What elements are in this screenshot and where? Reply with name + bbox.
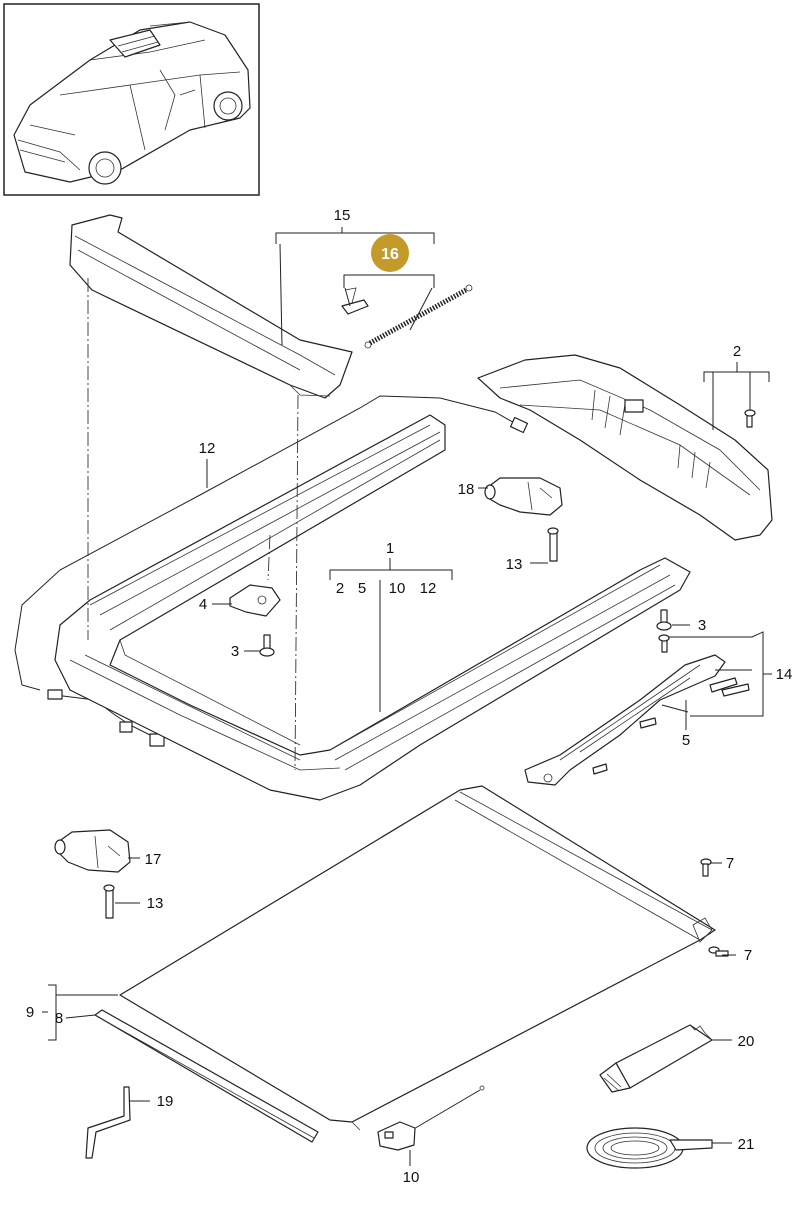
callout-3-left[interactable]: 3 — [231, 643, 239, 660]
callout-1-sub-12[interactable]: 12 — [420, 580, 437, 597]
part-17-motor — [54, 829, 131, 919]
callout-16[interactable]: 16 — [381, 246, 399, 263]
screw-7-bottom — [708, 946, 729, 957]
part-10-cable-bracket — [377, 1085, 485, 1151]
callout-12[interactable]: 12 — [199, 440, 216, 457]
screw-3-right — [656, 609, 672, 631]
callout-7-bottom[interactable]: 7 — [744, 947, 752, 964]
part-8-seal-strip — [94, 1009, 319, 1143]
callout-20[interactable]: 20 — [738, 1033, 755, 1050]
callout-8[interactable]: 8 — [55, 1010, 63, 1027]
part-14-guide-mechanism — [524, 654, 750, 786]
assembly-line-right — [294, 394, 299, 771]
callout-19[interactable]: 19 — [157, 1093, 174, 1110]
callout-14[interactable]: 14 — [776, 666, 793, 683]
assembly-line-center — [267, 534, 271, 581]
callout-4[interactable]: 4 — [199, 596, 207, 613]
screw-14-small — [658, 634, 670, 653]
part-9-roller-blind — [119, 785, 716, 1131]
callout-1-sub-5[interactable]: 5 — [358, 580, 366, 597]
part-19-hex-key — [85, 1086, 131, 1159]
callout-5[interactable]: 5 — [682, 732, 690, 749]
part-20-tube — [599, 1024, 713, 1093]
callout-1-sub-10[interactable]: 10 — [389, 580, 406, 597]
callout-9[interactable]: 9 — [26, 1004, 34, 1021]
callout-15[interactable]: 15 — [334, 207, 351, 224]
callout-3-right[interactable]: 3 — [698, 617, 706, 634]
callout-17[interactable]: 17 — [145, 851, 162, 868]
callout-1-sub-2[interactable]: 2 — [336, 580, 344, 597]
callout-10[interactable]: 10 — [403, 1169, 420, 1186]
vehicle-thumbnail — [3, 3, 260, 196]
callout-2-top[interactable]: 2 — [733, 343, 741, 360]
part-16-spring-set — [341, 284, 473, 349]
part-2-rear-frame — [477, 354, 773, 541]
part-1-sunroof-frame — [54, 414, 691, 801]
callout-13-top[interactable]: 13 — [506, 556, 523, 573]
callout-13-bottom[interactable]: 13 — [147, 895, 164, 912]
part-21-tape-roll — [586, 1127, 713, 1169]
highlight-marker-16[interactable] — [371, 234, 409, 272]
callout-7-top[interactable]: 7 — [726, 855, 734, 872]
part-4-bracket — [229, 584, 281, 617]
part-12-drain-hose — [14, 395, 529, 747]
leader-lines — [42, 227, 772, 1166]
callout-1[interactable]: 1 — [386, 540, 394, 557]
screw-7-top — [700, 858, 712, 877]
part-15-wind-deflector — [69, 214, 353, 399]
callout-18[interactable]: 18 — [458, 481, 475, 498]
screw-3-left — [259, 634, 275, 657]
callout-21[interactable]: 21 — [738, 1136, 755, 1153]
screw-2-small — [744, 409, 756, 428]
part-18-motor — [484, 477, 563, 562]
